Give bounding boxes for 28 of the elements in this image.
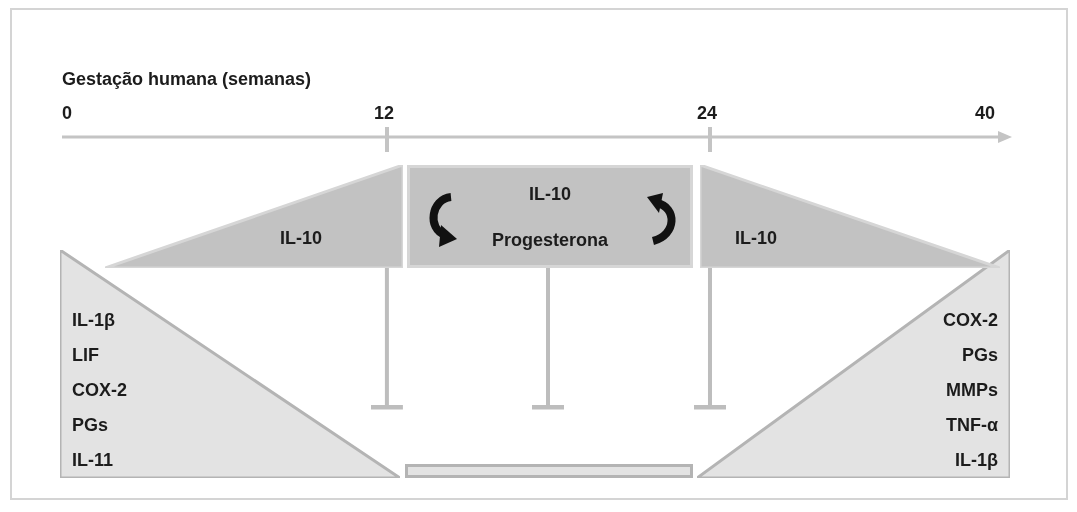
- cytokine-label: PGs: [961, 344, 998, 367]
- left-triangle: [60, 250, 400, 478]
- tick-label: 40: [975, 102, 996, 125]
- cytokine-label: TNF-α: [945, 414, 998, 437]
- cytokine-label: PGs: [72, 414, 109, 437]
- inhibition-line: [532, 268, 564, 410]
- cytokine-label: IL-10: [280, 227, 322, 250]
- tick-label: 0: [62, 102, 72, 125]
- tick-label: 24: [697, 102, 718, 125]
- cytokine-label: LIF: [72, 344, 99, 367]
- cytokine-label: COX-2: [943, 309, 998, 332]
- falling-triangle: [700, 165, 1000, 268]
- rectangle-box: [407, 165, 693, 268]
- bar: [405, 464, 693, 478]
- right-triangle: [697, 250, 1010, 478]
- cytokine-label: IL-10: [735, 227, 777, 250]
- cytokine-label: IL-11: [72, 449, 114, 472]
- cytokine-label: Progesterona: [490, 229, 609, 252]
- rising-triangle: [105, 165, 403, 268]
- inhibition-line: [370, 268, 403, 410]
- cytokine-label: IL-10: [528, 183, 572, 206]
- axis-title: Gestação humana (semanas): [62, 68, 312, 91]
- cytokine-label: IL-1β: [955, 449, 998, 472]
- cytokine-label: IL-1β: [72, 309, 115, 332]
- cytokine-label: MMPs: [946, 379, 998, 402]
- tick-label: 12: [374, 102, 395, 125]
- inhibition-line: [694, 268, 726, 410]
- cytokine-label: COX-2: [72, 379, 127, 402]
